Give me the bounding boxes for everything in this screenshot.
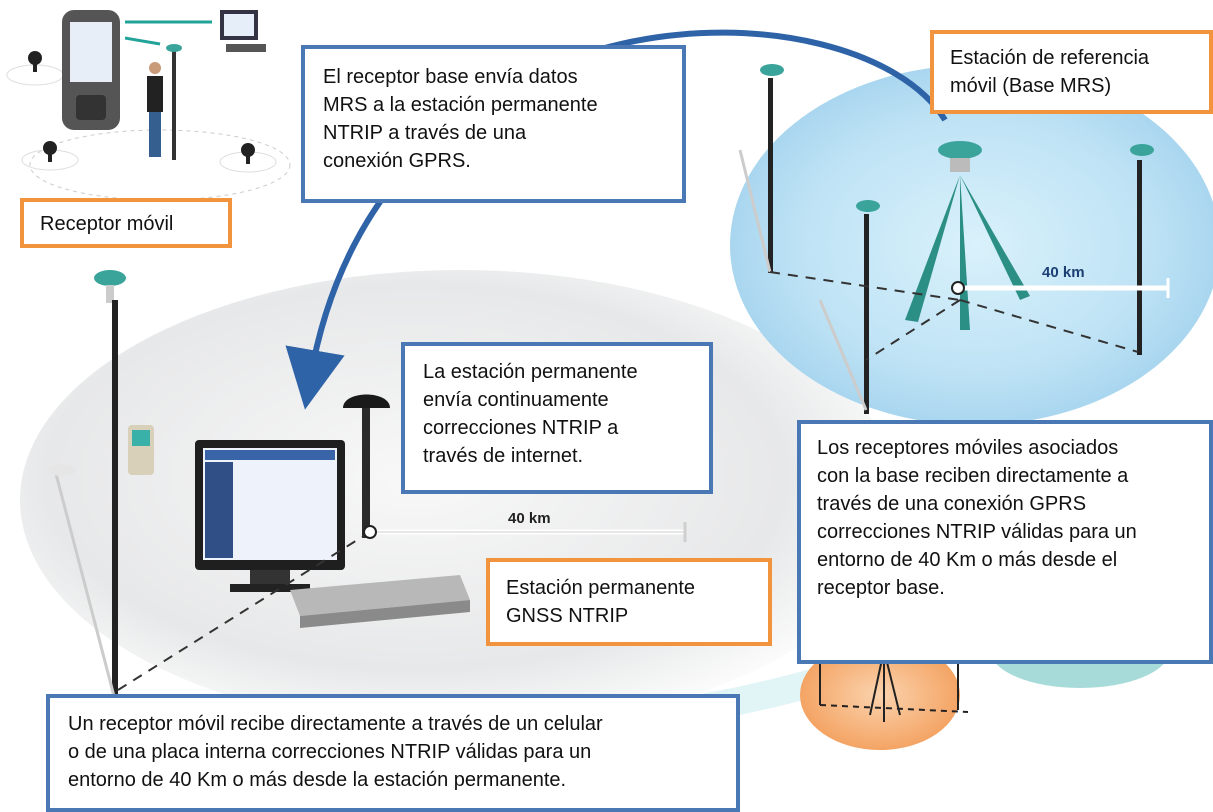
rovers-base-callout: Los receptores móviles asociados con la …	[797, 420, 1213, 664]
base-rover-poles	[738, 64, 1154, 414]
left-distance-label: 40 km	[508, 510, 551, 527]
baseline-lines	[117, 271, 1139, 691]
receptor-movil-label: Receptor móvil	[20, 198, 232, 248]
permanent-sends-callout: La estación permanente envía continuamen…	[401, 342, 713, 494]
gprs-link-arrow	[285, 29, 948, 410]
base-mrs-title: Estación de referencia móvil (Base MRS)	[930, 30, 1213, 114]
base-tripod	[905, 141, 1030, 330]
right-distance-label: 40 km	[1042, 264, 1085, 281]
left-distance-bar	[363, 522, 687, 542]
right-distance-bar	[951, 278, 1170, 298]
base-coverage-zone	[730, 65, 1213, 425]
permanent-station-label: Estación permanente GNSS NTRIP	[486, 558, 772, 646]
left-rover-pole	[48, 270, 154, 701]
rover-cell-callout: Un receptor móvil recibe directamente a …	[46, 694, 740, 812]
permanent-station-illustration	[195, 394, 470, 628]
rover-receptor-illustration	[6, 10, 291, 201]
small-orange-zone	[800, 640, 960, 750]
base-sends-callout: El receptor base envía datos MRS a la es…	[301, 45, 686, 203]
